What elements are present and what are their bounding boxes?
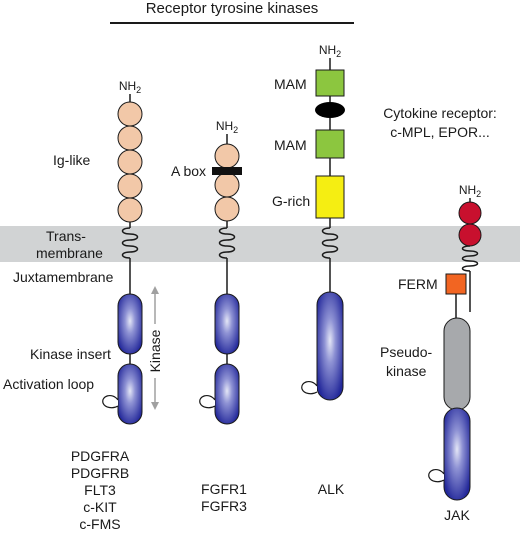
nh2-label: NH2 [319,43,341,59]
group-label-pdgfr: FLT3 [84,482,116,498]
activation-loop-icon [102,394,119,409]
a-box-label: A box [171,163,206,179]
activation-loop-label: Activation loop [3,376,94,392]
group-label-alk: ALK [318,481,345,497]
pseudokinase-label: kinase [386,363,427,379]
a-box-domain [212,167,242,175]
group-label-pdgfr: c-FMS [79,516,120,532]
activation-loop-icon [199,394,216,409]
ig-like-label: Ig-like [53,152,91,168]
mam-label: MAM [274,76,307,92]
pdgfr-receptor: NH2 [102,79,143,425]
cytokine-domain [458,223,482,247]
kinase-domain [117,293,143,355]
juxtamembrane-label: Juxtamembrane [13,269,114,285]
nh2-label: NH2 [459,183,481,199]
group-label-fgfr: FGFR1 [201,481,247,497]
transmembrane-label: Trans- [46,228,86,244]
ig-domain [117,125,143,151]
ferm-label: FERM [398,276,438,292]
nh2-label: NH2 [119,79,141,95]
linker-domain [315,102,345,118]
nh2-label: NH2 [216,119,238,135]
ig-domain [117,173,143,199]
pseudokinase-domain [443,317,471,411]
kinase-domain [443,407,471,501]
kinase-domain [316,291,344,401]
pseudokinase-label: Pseudo- [380,344,432,360]
kinase-domain [117,363,143,425]
g-rich-domain [315,175,345,219]
group-label-pdgfr: PDGFRB [71,465,129,481]
kinase-axis-label: Kinase [147,329,163,372]
transmembrane-helix [218,227,236,259]
transmembrane-label: membrane [36,245,103,261]
ig-domain [117,197,143,223]
group-label-fgfr: FGFR3 [201,498,247,514]
jak-kinase [428,273,471,501]
cytokine-receptor-label: Cytokine receptor: [383,105,497,121]
activation-loop-icon [301,380,318,395]
ig-domain [117,149,143,175]
group-label-pdgfr: PDGFRA [71,448,130,464]
mam-label: MAM [274,137,307,153]
transmembrane-helix [121,227,139,259]
ferm-domain [445,273,467,295]
kinase-domain [214,363,240,425]
kinase-domain [214,293,240,355]
cytokine-receptor: NH2 [458,183,482,312]
mam-domain [315,129,345,159]
transmembrane-helix [461,245,479,272]
alk-receptor: NH2 [301,43,345,401]
transmembrane-helix [321,227,339,259]
kinase-span-arrow: Kinase [147,286,163,410]
mam-domain [315,69,345,97]
header-title: Receptor tyrosine kinases [146,0,319,17]
g-rich-label: G-rich [272,193,310,209]
ig-domain [214,196,240,222]
activation-loop-icon [428,468,445,483]
group-label-pdgfr: c-KIT [83,499,117,515]
ig-domain [117,101,143,127]
cytokine-domain [458,201,482,225]
cell-membrane [0,226,520,262]
cytokine-receptor-label: c-MPL, EPOR... [390,124,490,140]
ig-domain [214,172,240,198]
group-label-jak: JAK [444,507,470,523]
fgfr-receptor: NH2 [199,119,242,425]
kinase-insert-label: Kinase insert [30,346,111,362]
ig-domain [214,143,240,169]
